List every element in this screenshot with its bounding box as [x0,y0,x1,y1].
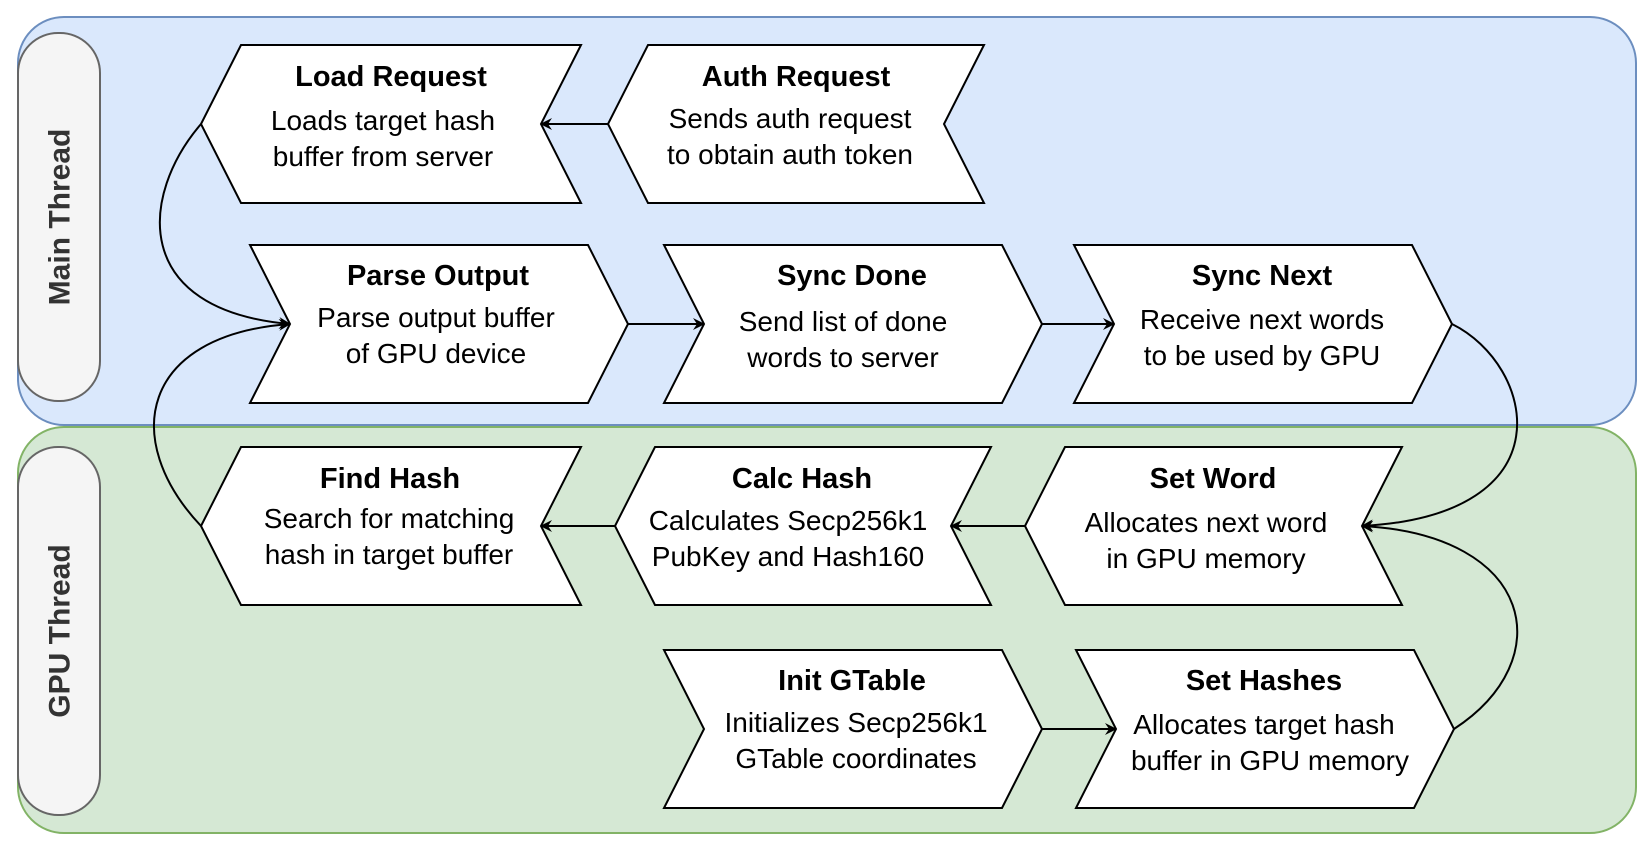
step-parse-output: Parse Output Parse output buffer of GPU … [248,244,630,404]
step-parse-output-desc-line2: of GPU device [346,338,527,369]
step-auth-request-desc-line1: Sends auth request [669,103,912,134]
step-init-gtable-title: Init GTable [778,665,926,697]
step-init-gtable: Init GTable Initializes Secp256k1 GTable… [662,649,1044,809]
step-calc-hash-desc-line1: Calculates Secp256k1 [649,505,928,536]
step-init-gtable-shape [662,649,1044,809]
step-calc-hash: Calc Hash Calculates Secp256k1 PubKey an… [613,446,993,606]
step-set-hashes-desc-line2: buffer in GPU memory [1131,745,1409,776]
step-auth-request-title: Auth Request [702,61,891,93]
edge-sync-next-to-set-word [1361,323,1519,532]
step-sync-done-desc-line1: Send list of done [739,306,948,337]
step-find-hash-desc-line1: Search for matching [264,503,515,534]
step-auth-request: Auth Request Sends auth request to obtai… [606,44,986,204]
connectors [153,118,1519,735]
step-sync-next-desc-line1: Receive next words [1140,304,1384,335]
step-parse-output-desc-line1: Parse output buffer [317,302,555,333]
step-calc-hash-title: Calc Hash [732,463,872,495]
step-auth-request-desc-line2: to obtain auth token [667,139,913,170]
step-load-request-desc-line2: buffer from server [273,141,493,172]
step-load-request: Load Request Loads target hash buffer fr… [199,44,583,204]
step-load-request-title: Load Request [295,61,487,93]
step-find-hash-title: Find Hash [320,463,460,495]
step-sync-next: Sync Next Receive next words to be used … [1072,244,1454,404]
lane-gpu-label: GPU Thread [44,544,77,717]
step-set-hashes: Set Hashes Allocates target hash buffer … [1074,649,1456,809]
step-sync-done-title: Sync Done [777,260,927,292]
step-calc-hash-desc-line2: PubKey and Hash160 [652,541,924,572]
lane-main-label-pill [17,32,101,402]
step-find-hash-desc-line2: hash in target buffer [265,539,514,570]
step-init-gtable-desc-line1: Initializes Secp256k1 [724,707,987,738]
step-sync-done: Sync Done Send list of done words to ser… [662,244,1044,404]
step-set-word-title: Set Word [1150,463,1277,495]
edge-load-request-to-parse-output [158,123,291,330]
step-load-request-desc-line1: Loads target hash [271,105,495,136]
edge-find-hash-to-parse-output [153,318,291,527]
step-init-gtable-desc-line2: GTable coordinates [735,743,976,774]
step-set-word: Set Word Allocates next word in GPU memo… [1023,446,1404,606]
step-parse-output-title: Parse Output [347,260,529,292]
step-sync-next-title: Sync Next [1192,260,1333,292]
step-set-word-desc-line1: Allocates next word [1085,507,1328,538]
lane-gpu-label-pill [17,446,101,816]
lane-main-label: Main Thread [44,129,77,306]
step-set-hashes-title: Set Hashes [1186,665,1342,697]
step-sync-done-desc-line2: words to server [746,342,938,373]
step-sync-next-desc-line2: to be used by GPU [1144,340,1381,371]
step-find-hash: Find Hash Search for matching hash in ta… [199,446,583,606]
step-set-hashes-desc-line1: Allocates target hash [1133,709,1395,740]
edge-set-hashes-to-set-word [1361,520,1519,730]
step-set-word-desc-line2: in GPU memory [1106,543,1305,574]
